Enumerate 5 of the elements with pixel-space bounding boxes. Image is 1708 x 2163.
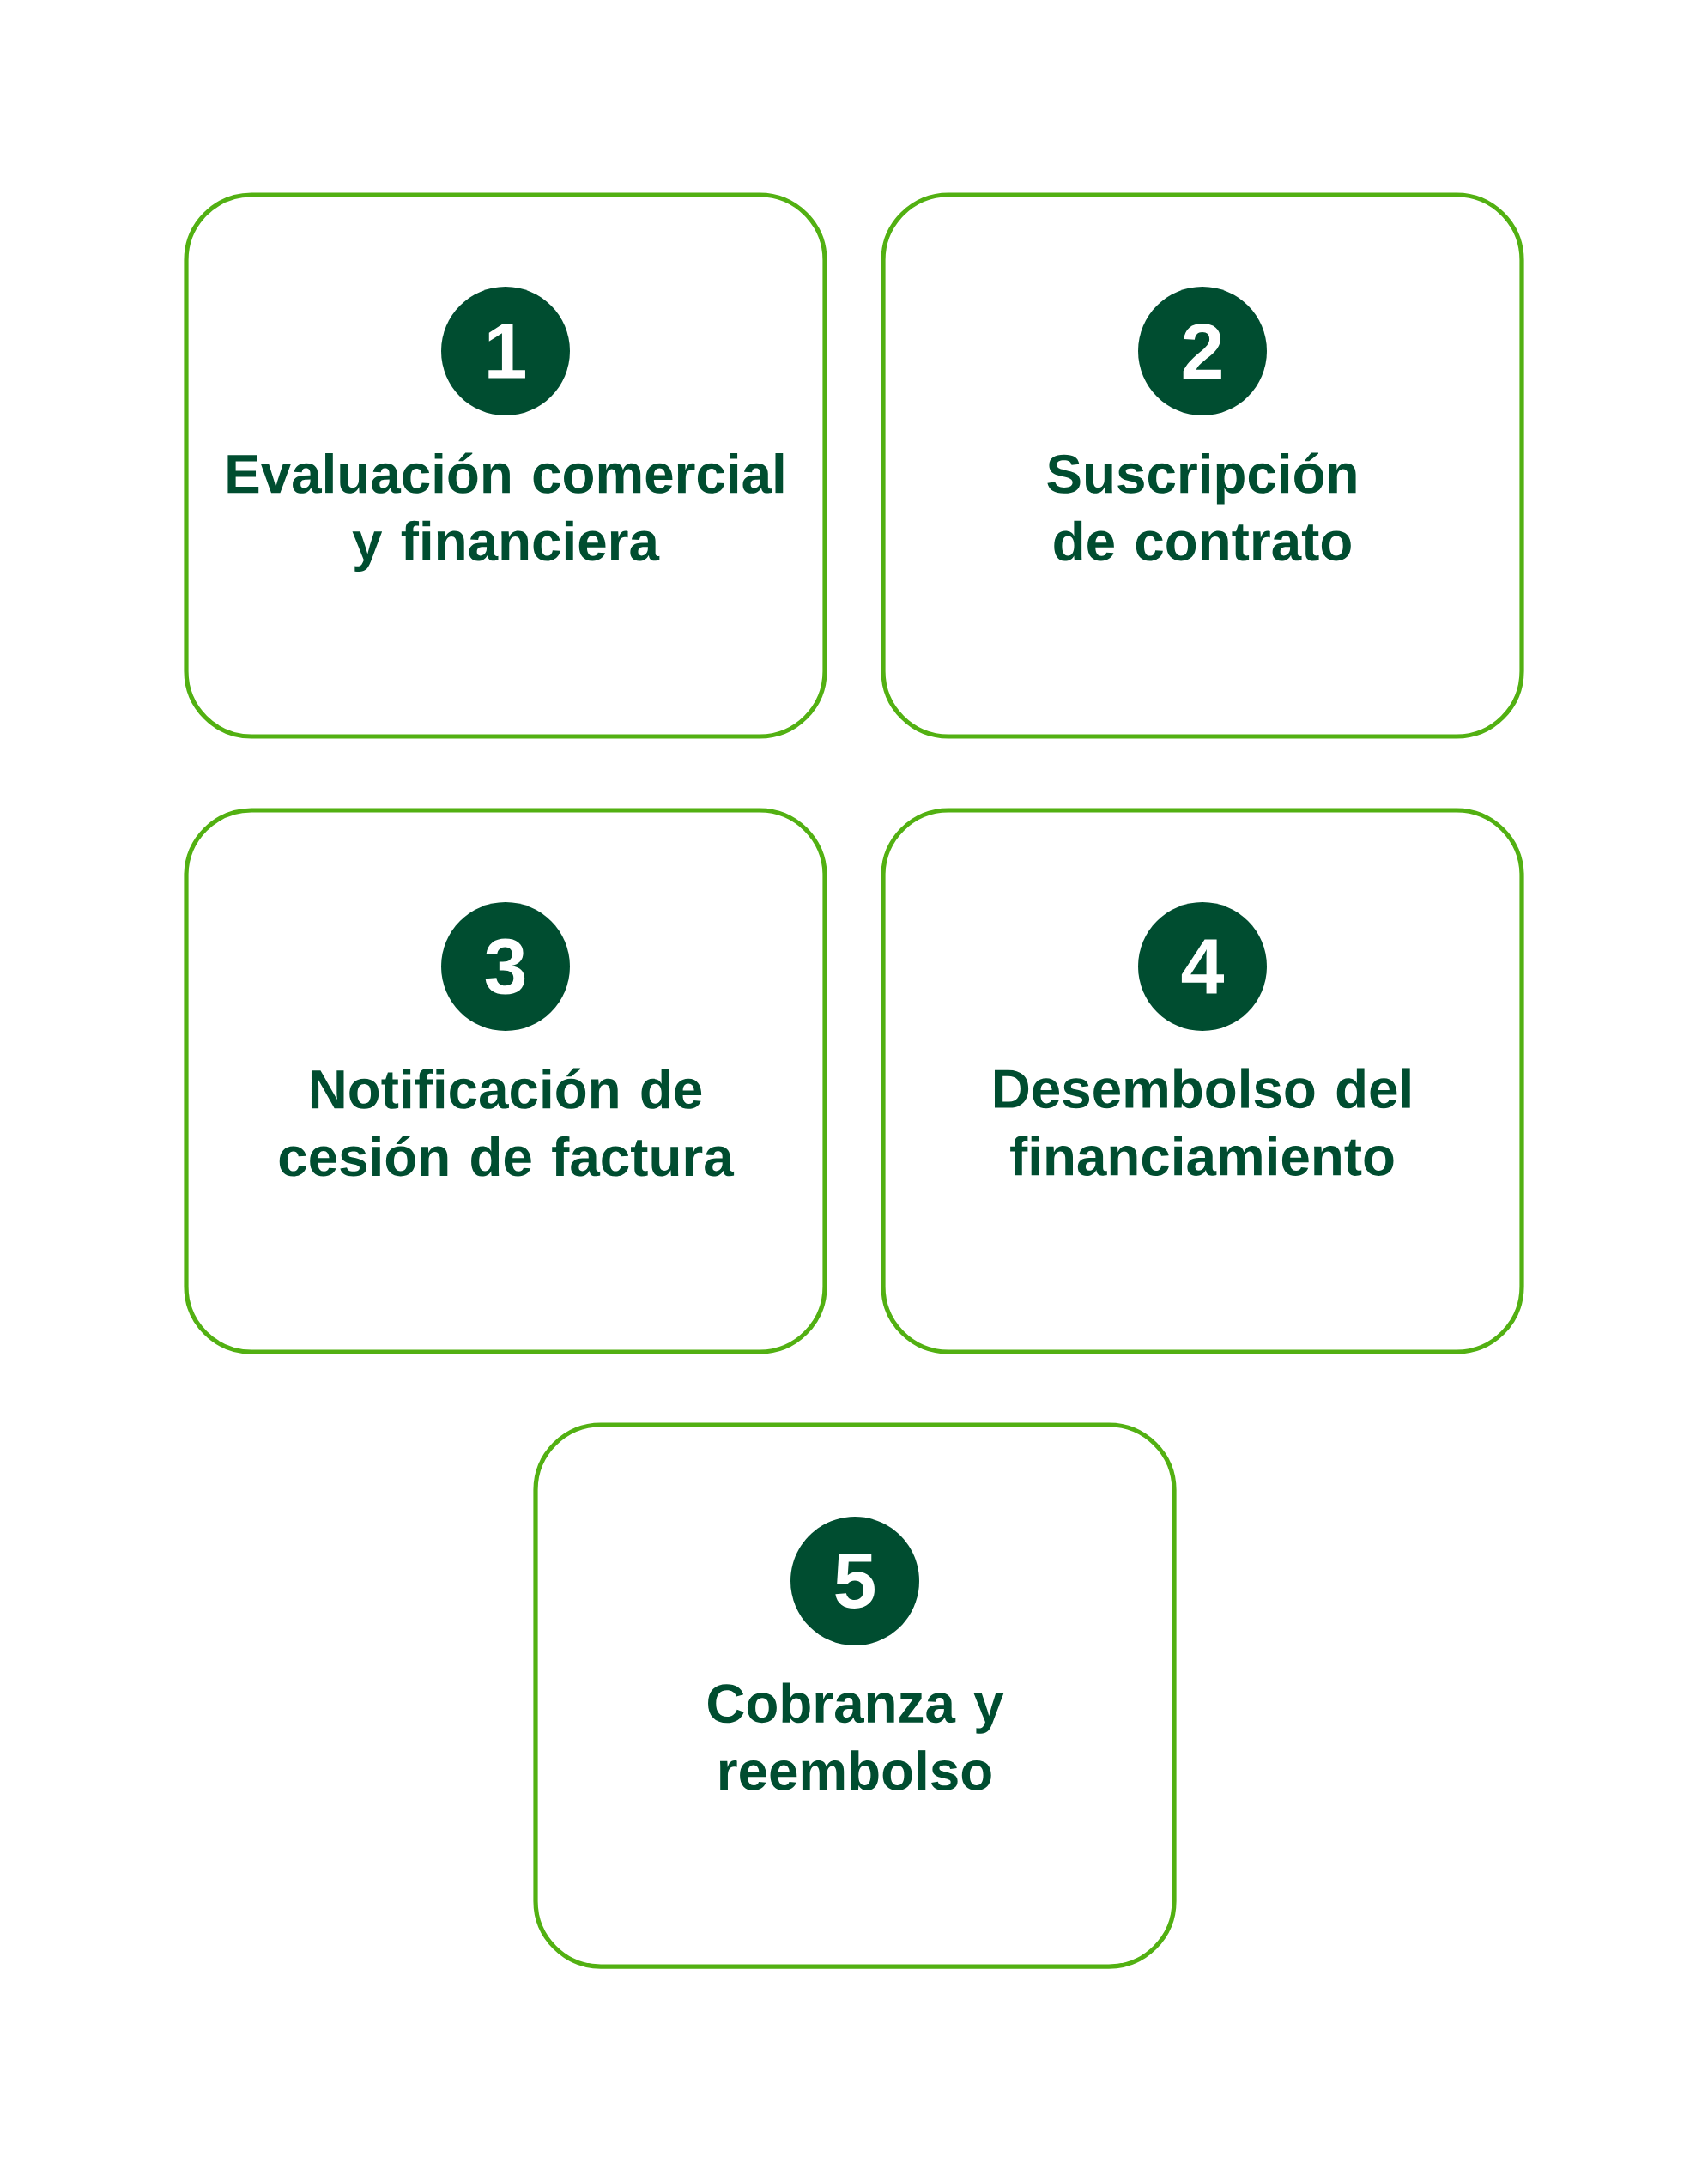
number-badge: 1 bbox=[441, 287, 570, 415]
number-badge: 4 bbox=[1138, 902, 1267, 1031]
number-badge: 3 bbox=[441, 902, 570, 1031]
number-badge: 2 bbox=[1138, 287, 1267, 415]
number-badge: 5 bbox=[790, 1517, 919, 1646]
